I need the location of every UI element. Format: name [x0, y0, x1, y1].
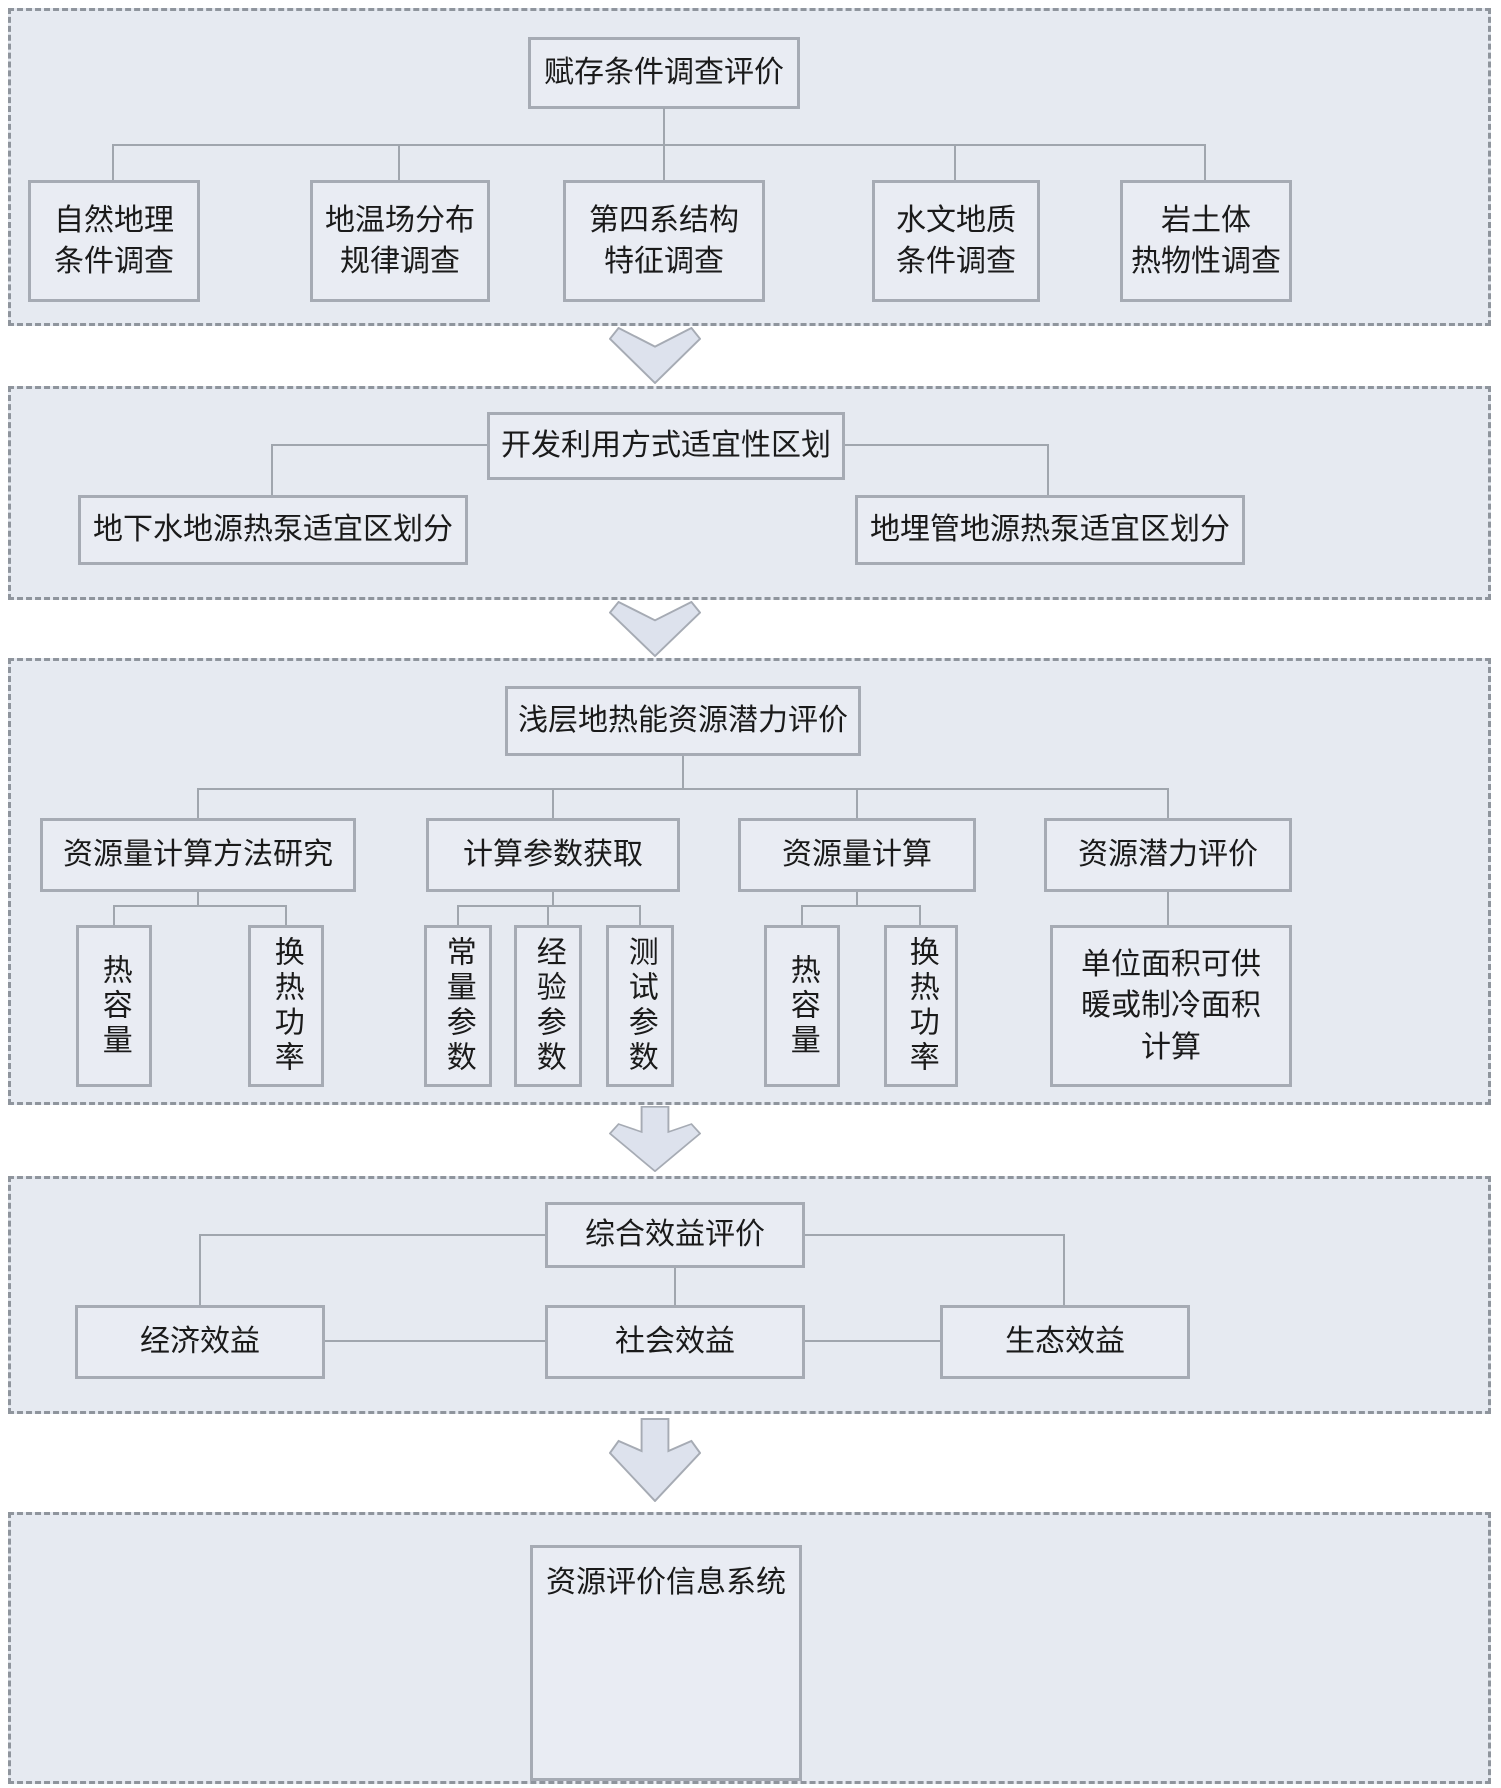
flow-arrow-1: [609, 327, 701, 384]
connector-line: [805, 1234, 1065, 1236]
down-arrow-icon: [609, 327, 701, 384]
box-groundwater-heat-pump-zone: 地下水地源热泵适宜区划分: [78, 495, 468, 565]
connector-line: [663, 144, 665, 180]
box-social-benefit: 社会效益: [545, 1305, 805, 1379]
flow-arrow-3: [609, 1106, 701, 1172]
connector-line: [674, 1268, 676, 1305]
connector-line: [199, 1234, 545, 1236]
connector-line: [1047, 444, 1049, 495]
connector-line: [197, 788, 199, 818]
connector-line: [682, 756, 684, 790]
vertical-label: 经验参数: [530, 936, 566, 1076]
vertical-label: 测试参数: [622, 936, 658, 1076]
connector-line: [663, 108, 665, 146]
box-hydrogeology: 水文地质 条件调查: [872, 180, 1040, 302]
box-buried-pipe-heat-pump-zone: 地埋管地源热泵适宜区划分: [855, 495, 1245, 565]
box-unit-area-calculation: 单位面积可供 暖或制冷面积 计算: [1050, 925, 1292, 1087]
connector-line: [801, 905, 921, 907]
box-heat-exchange-power-1: 换热功率: [248, 925, 324, 1087]
connector-line: [805, 1340, 940, 1342]
vertical-label: 热容量: [784, 953, 820, 1059]
connector-line: [398, 144, 400, 180]
connector-line: [112, 144, 1206, 146]
vertical-label: 换热功率: [903, 936, 939, 1076]
box-empirical-parameters: 经验参数: [514, 925, 582, 1087]
box-physical-geography: 自然地理 条件调查: [28, 180, 200, 302]
connector-line: [325, 1340, 545, 1342]
connector-line: [547, 905, 549, 925]
connector-line: [954, 144, 956, 180]
vertical-label: 热容量: [96, 953, 132, 1059]
connector-line: [1167, 892, 1169, 925]
connector-line: [271, 444, 487, 446]
connector-line: [285, 905, 287, 925]
connector-line: [1167, 788, 1169, 818]
connector-line: [845, 444, 1049, 446]
box-parameter-acquisition: 计算参数获取: [426, 818, 680, 892]
box-economic-benefit: 经济效益: [75, 1305, 325, 1379]
connector-line: [552, 788, 554, 818]
box-heat-capacity-1: 热容量: [76, 925, 152, 1087]
down-arrow-icon: [609, 601, 701, 657]
box-comprehensive-benefit-title: 综合效益评价: [545, 1202, 805, 1268]
connector-line: [801, 905, 803, 925]
box-development-suitability-title: 开发利用方式适宜性区划: [487, 412, 845, 480]
down-arrow-icon: [609, 1418, 701, 1502]
box-heat-exchange-power-2: 换热功率: [884, 925, 958, 1087]
connector-line: [1204, 144, 1206, 180]
connector-line: [639, 905, 641, 925]
box-resource-calculation: 资源量计算: [738, 818, 976, 892]
connector-line: [856, 892, 858, 907]
connector-line: [197, 892, 199, 907]
box-resource-info-system: 资源评价信息系统: [530, 1545, 802, 1781]
connector-line: [457, 905, 641, 907]
connector-line: [113, 905, 287, 907]
flow-arrow-2: [609, 601, 701, 657]
connector-line: [552, 892, 554, 907]
box-test-parameters: 测试参数: [606, 925, 674, 1087]
box-ecological-benefit: 生态效益: [940, 1305, 1190, 1379]
box-geotemperature-field: 地温场分布 规律调查: [310, 180, 490, 302]
box-occurrence-survey-title: 赋存条件调查评价: [528, 37, 800, 109]
down-arrow-icon: [609, 1106, 701, 1172]
box-rock-thermal-properties: 岩土体 热物性调查: [1120, 180, 1292, 302]
vertical-label: 换热功率: [268, 936, 304, 1076]
connector-line: [856, 788, 858, 818]
box-potential-evaluation-title: 浅层地热能资源潜力评价: [505, 686, 861, 756]
connector-line: [112, 144, 114, 180]
flow-arrow-4: [609, 1418, 701, 1502]
box-calc-method-research: 资源量计算方法研究: [40, 818, 356, 892]
box-quaternary-structure: 第四系结构 特征调查: [563, 180, 765, 302]
connector-line: [113, 905, 115, 925]
box-potential-evaluation-header: 资源潜力评价: [1044, 818, 1292, 892]
connector-line: [271, 444, 273, 495]
connector-line: [199, 1234, 201, 1305]
connector-line: [919, 905, 921, 925]
connector-line: [197, 788, 1169, 790]
connector-line: [1063, 1234, 1065, 1305]
box-heat-capacity-2: 热容量: [764, 925, 840, 1087]
box-constant-parameters: 常量参数: [424, 925, 492, 1087]
vertical-label: 常量参数: [440, 936, 476, 1076]
connector-line: [457, 905, 459, 925]
